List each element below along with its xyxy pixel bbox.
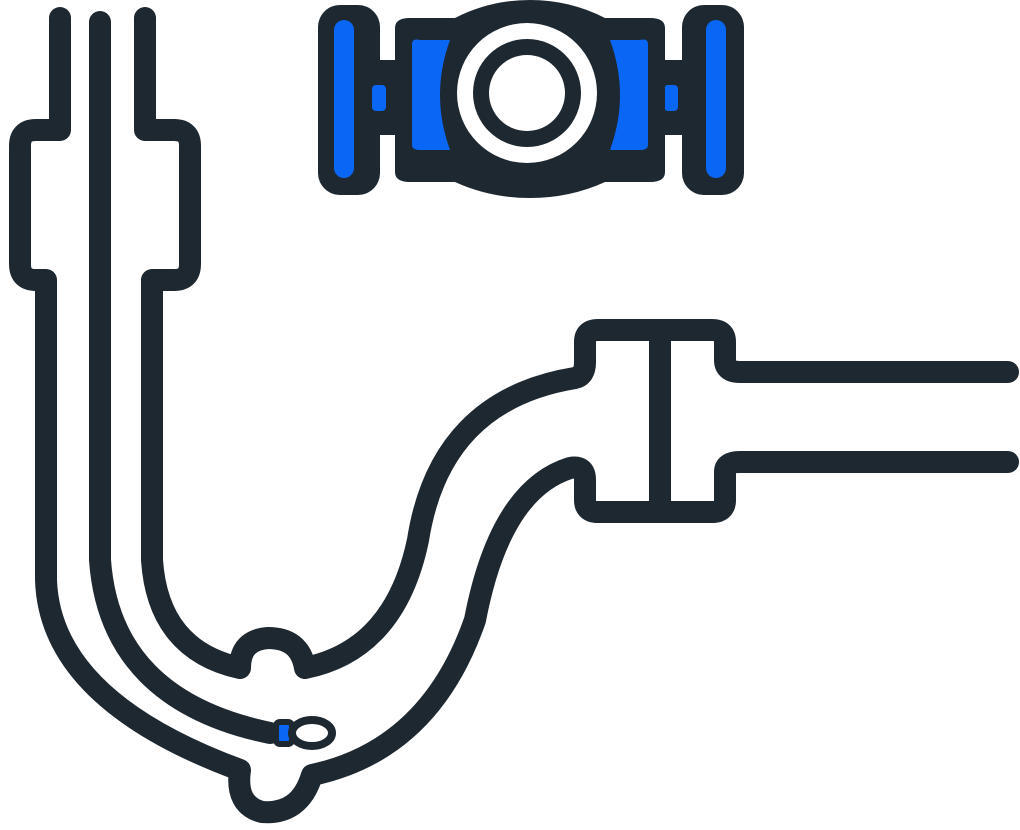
pipe-outer-wall xyxy=(9,7,1019,824)
pipe-center-line xyxy=(89,11,281,744)
pipe-inner-wall xyxy=(134,7,1019,679)
debris-icon xyxy=(273,716,336,750)
pipe-union-icon xyxy=(318,0,744,198)
